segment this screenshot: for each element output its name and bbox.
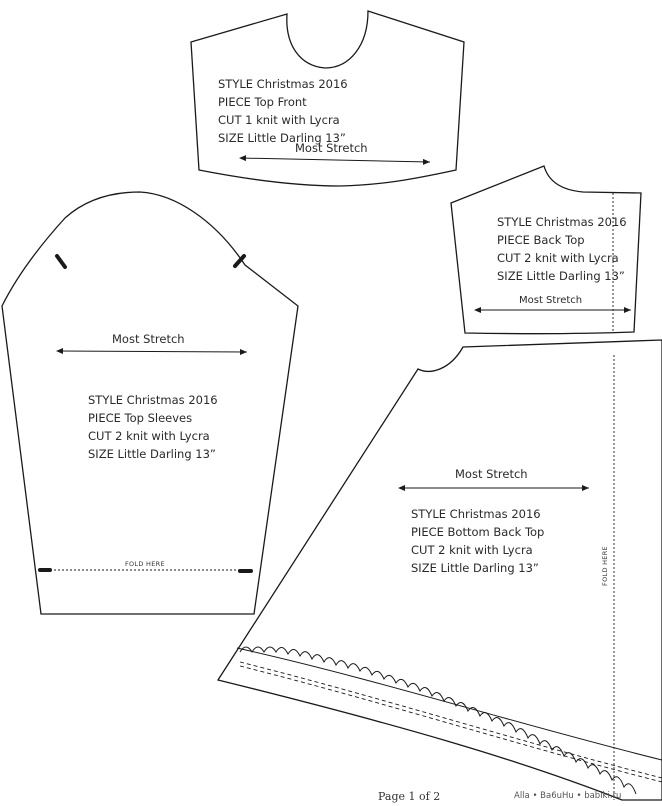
top-front-label: STYLE Christmas 2016 PIECE Top Front CUT… — [218, 75, 348, 147]
skirt-fold-label: FOLD HERE — [600, 546, 609, 586]
skirt-stitch-line-2 — [239, 665, 662, 783]
watermark: Alla • Ba6uHu • babiki.ru — [514, 791, 622, 801]
back-top-cut: CUT 2 knit with Lycra — [497, 251, 619, 265]
skirt-stretch-label: Most Stretch — [455, 467, 528, 481]
top-front-cut: CUT 1 knit with Lycra — [218, 113, 340, 127]
back-top-style: STYLE Christmas 2016 — [497, 215, 627, 229]
sleeve-outline — [1, 191, 299, 615]
back-top-outline — [450, 165, 642, 335]
skirt-piece: PIECE Bottom Back Top — [411, 525, 545, 539]
sleeve-stretch-arrow — [56, 348, 248, 355]
top-front-stretch-arrow — [239, 155, 431, 165]
skirt-cut: CUT 2 knit with Lycra — [411, 543, 533, 557]
sleeve-label: STYLE Christmas 2016 PIECE Top Sleeves C… — [88, 391, 218, 463]
sleeve-cut: CUT 2 knit with Lycra — [88, 429, 210, 443]
skirt-size: SIZE Little Darling 13” — [411, 561, 539, 575]
top-front-style: STYLE Christmas 2016 — [218, 77, 348, 91]
skirt-style: STYLE Christmas 2016 — [411, 507, 541, 521]
skirt-scallop-trim — [239, 646, 637, 795]
skirt-stitch-line — [239, 661, 662, 779]
back-top-piece: PIECE Back Top — [497, 233, 585, 247]
top-front-outline — [190, 10, 465, 187]
skirt-label: STYLE Christmas 2016 PIECE Bottom Back T… — [411, 505, 544, 577]
back-top-label: STYLE Christmas 2016 PIECE Back Top CUT … — [497, 213, 627, 285]
sleeve-stretch-label: Most Stretch — [112, 332, 185, 346]
sleeve-size: SIZE Little Darling 13” — [88, 447, 216, 461]
top-front-piece: PIECE Top Front — [218, 95, 307, 109]
sleeve-notch-left — [55, 254, 67, 269]
page-number: Page 1 of 2 — [378, 790, 441, 803]
skirt-hem-line — [236, 647, 662, 761]
top-front-stretch-label: Most Stretch — [295, 141, 368, 155]
sleeve-piece: PIECE Top Sleeves — [88, 411, 193, 425]
sleeve-style: STYLE Christmas 2016 — [88, 393, 218, 407]
sleeve-fold-label: FOLD HERE — [125, 560, 165, 568]
back-top-stretch-label: Most Stretch — [519, 295, 583, 306]
back-top-size: SIZE Little Darling 13” — [497, 269, 625, 283]
sleeve-notch-right — [233, 254, 246, 268]
top-front-size: SIZE Little Darling 13” — [218, 131, 346, 145]
